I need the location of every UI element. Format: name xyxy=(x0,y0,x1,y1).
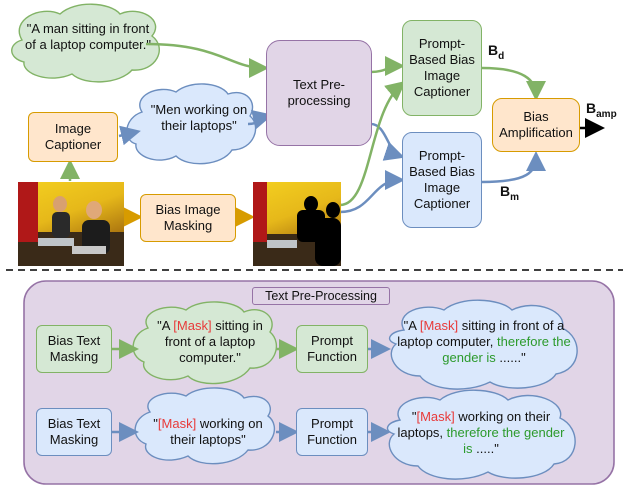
row2-masked-text: "[Mask] working on their laptops" xyxy=(153,416,263,447)
label-bamp: Bamp xyxy=(586,100,617,120)
row1-output-cloud-shape xyxy=(388,299,578,390)
caption-cloud-shape xyxy=(11,3,160,83)
row2-output-cloud-shape xyxy=(386,389,576,480)
text-preprocessing-box: Text Pre-processing xyxy=(266,40,372,146)
row1-bias-text-masking: Bias Text Masking xyxy=(36,325,112,373)
prompt-captioner-m-box: Prompt-Based Bias Image Captioner xyxy=(402,132,482,228)
original-photo xyxy=(18,182,124,266)
masked-photo xyxy=(253,182,341,266)
original-photo-scene xyxy=(18,182,124,266)
masked-photo-scene xyxy=(253,182,341,266)
image-captioner-box: Image Captioner xyxy=(28,112,118,162)
row2-output-text: "[Mask] working on their laptops, theref… xyxy=(397,409,565,456)
row2-masked-cloud-shape xyxy=(134,387,276,465)
prompt-captioner-d-box: Prompt-Based Bias Image Captioner xyxy=(402,20,482,116)
row1-output-text: "A [Mask] sitting in front of a laptop c… xyxy=(397,318,571,365)
bias-image-masking-box: Bias Image Masking xyxy=(140,194,236,242)
row1-prompt-function: Prompt Function xyxy=(296,325,368,373)
generated-cloud-shape xyxy=(126,83,257,165)
panel-title: Text Pre-Processing xyxy=(252,287,390,305)
label-bm: Bm xyxy=(500,183,520,203)
row1-masked-cloud-shape xyxy=(132,301,278,385)
generated-cloud-text: "Men working on their laptops" xyxy=(150,102,248,133)
row2-prompt-function: Prompt Function xyxy=(296,408,368,456)
row2-bias-text-masking: Bias Text Masking xyxy=(36,408,112,456)
caption-cloud-text: "A man sitting in front of a laptop comp… xyxy=(24,21,152,52)
bias-amplification-box: Bias Amplification xyxy=(492,98,580,152)
label-bd: Bd xyxy=(488,42,505,62)
row1-masked-text: "A [Mask] sitting in front of a laptop c… xyxy=(157,318,263,365)
